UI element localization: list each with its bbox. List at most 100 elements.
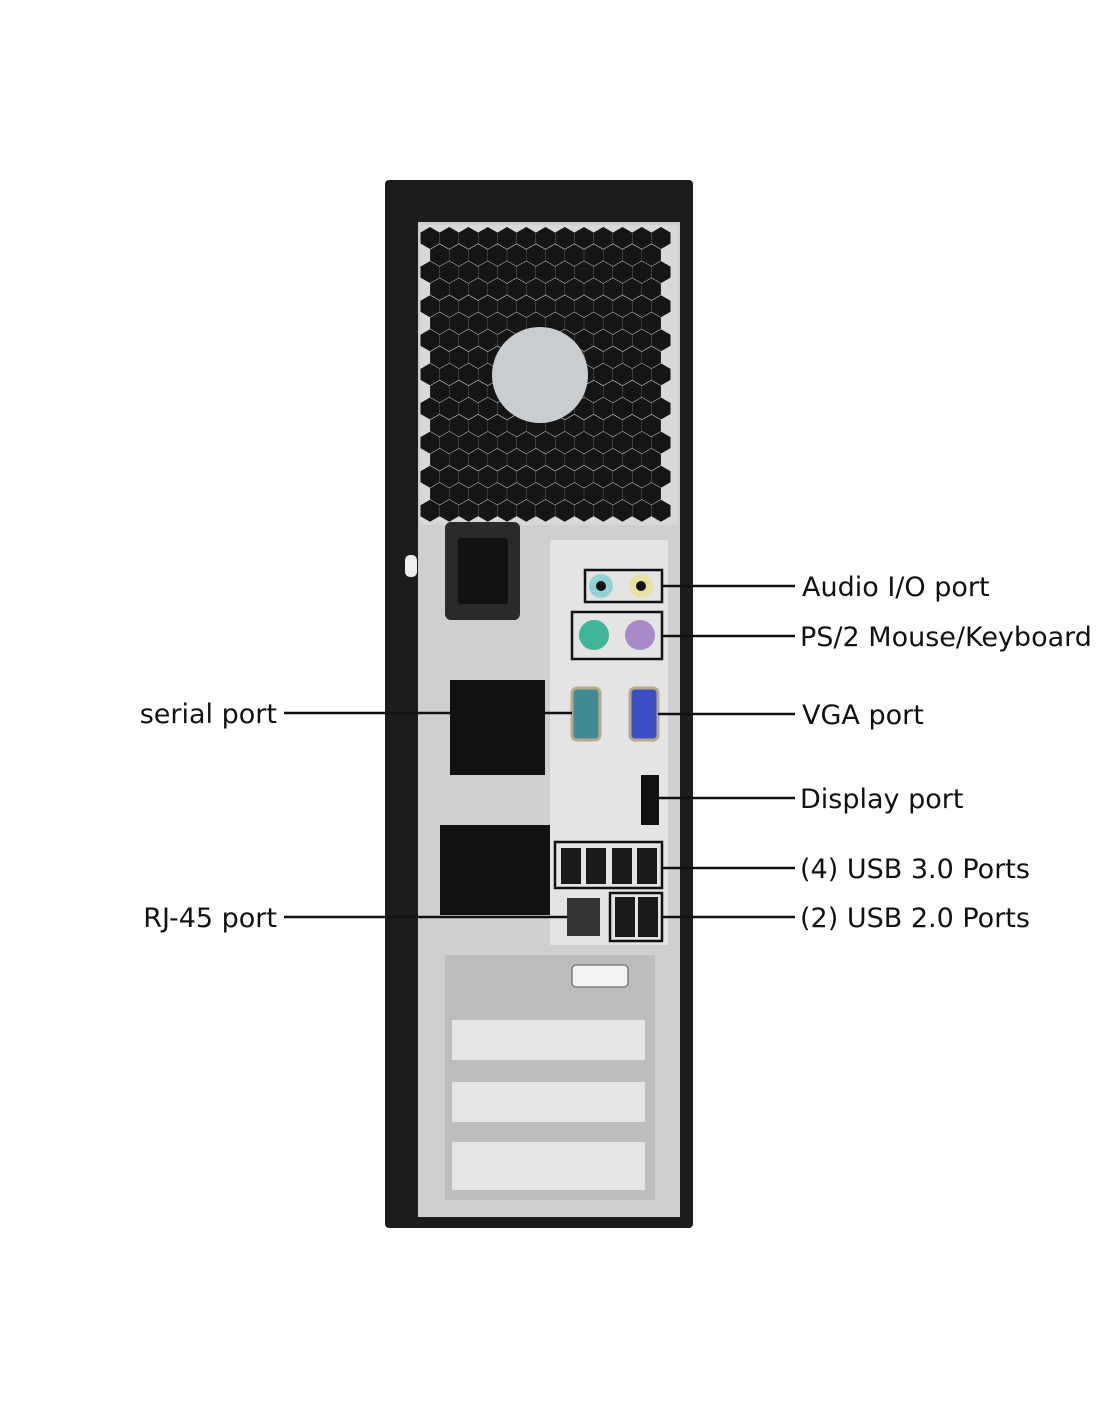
grille-hole [430, 380, 450, 403]
grille-hole [507, 244, 527, 267]
grille-hole [574, 261, 594, 284]
grille-hole [459, 431, 478, 454]
grille-hole [574, 295, 594, 318]
grille-hole [478, 329, 498, 352]
grille-hole [420, 329, 440, 352]
vga-connector [628, 686, 660, 742]
grille-hole [497, 227, 517, 249]
grille-hole [468, 448, 488, 471]
grille-hole [459, 227, 478, 249]
grille-hole [526, 244, 546, 267]
grille-hole [526, 482, 546, 505]
grille-hole [641, 244, 661, 267]
grille-hole [526, 278, 546, 301]
grille-hole [420, 397, 440, 420]
grille-hole [641, 312, 661, 335]
grille-hole [632, 499, 652, 522]
grille-hole [507, 448, 527, 471]
grille-hole [420, 363, 440, 386]
grille-hole [584, 414, 604, 437]
grille-hole [622, 414, 642, 437]
grille-hole [564, 312, 584, 335]
grille-hole [420, 465, 440, 488]
grille-hole [613, 329, 632, 352]
grille-hole [622, 312, 642, 335]
grille-hole [593, 261, 613, 284]
grille-hole [459, 363, 478, 386]
grille-hole [641, 380, 661, 403]
grille-hole [622, 346, 642, 369]
grille-hole [603, 380, 623, 403]
grille-hole [603, 244, 623, 267]
grille-hole [603, 346, 623, 369]
grille-hole [487, 414, 507, 437]
grille-hole [555, 295, 575, 318]
grille-hole [651, 363, 671, 386]
grille-hole [574, 227, 594, 249]
jack-hole [596, 581, 606, 591]
ps2-mouse-port [579, 620, 609, 650]
grille-hole [439, 499, 459, 522]
grille-hole [420, 261, 440, 284]
grille-hole [430, 312, 450, 335]
grille-hole [574, 499, 594, 522]
grille-hole [536, 227, 555, 249]
grille-hole [516, 261, 536, 284]
grille-hole [641, 278, 661, 301]
grille-hole [564, 448, 584, 471]
grille-hole [545, 244, 565, 267]
grille-hole [478, 465, 498, 488]
grille-hole [507, 414, 527, 437]
fan-hub [492, 327, 588, 423]
grille-hole [449, 482, 469, 505]
grille-hole [613, 295, 632, 318]
grille-hole [555, 499, 575, 522]
grille-hole [439, 261, 459, 284]
grille-hole [603, 312, 623, 335]
grille-hole [603, 448, 623, 471]
serial-connector [570, 686, 602, 742]
grille-hole [468, 346, 488, 369]
grille-hole [593, 499, 613, 522]
grille-hole [545, 278, 565, 301]
grille-hole [497, 295, 517, 318]
grille-hole [574, 329, 594, 352]
grille-hole [593, 465, 613, 488]
grille-hole [564, 414, 584, 437]
grille-hole [459, 465, 478, 488]
grille-hole [593, 329, 613, 352]
grille-hole [641, 482, 661, 505]
grille-hole [584, 278, 604, 301]
grille-hole [555, 465, 575, 488]
grille-hole [487, 482, 507, 505]
grille-hole [545, 448, 565, 471]
grille-hole [430, 346, 450, 369]
grille-hole [593, 431, 613, 454]
grille-hole [439, 227, 459, 249]
grille-hole [613, 363, 632, 386]
usb3-highlight-box [553, 840, 664, 890]
displayport-connector [641, 775, 659, 825]
grille-hole [632, 261, 652, 284]
grille-hole [478, 499, 498, 522]
grille-hole [459, 261, 478, 284]
grille-hole [603, 482, 623, 505]
vent-upper [450, 680, 545, 775]
grille-hole [584, 346, 604, 369]
grille-hole [430, 448, 450, 471]
grille-hole [584, 448, 604, 471]
grille-hole [641, 346, 661, 369]
grille-hole [507, 278, 527, 301]
grille-hole [622, 482, 642, 505]
grille-hole [420, 499, 440, 522]
grille-hole [497, 431, 517, 454]
grille-hole [584, 482, 604, 505]
grille-hole [632, 397, 652, 420]
grille-hole [613, 261, 632, 284]
grille-hole [555, 227, 575, 249]
grille-hole [651, 261, 671, 284]
fan-grille [420, 227, 671, 522]
grille-hole [439, 431, 459, 454]
label-usb3: (4) USB 3.0 Ports [800, 854, 1030, 885]
grille-hole [555, 431, 575, 454]
